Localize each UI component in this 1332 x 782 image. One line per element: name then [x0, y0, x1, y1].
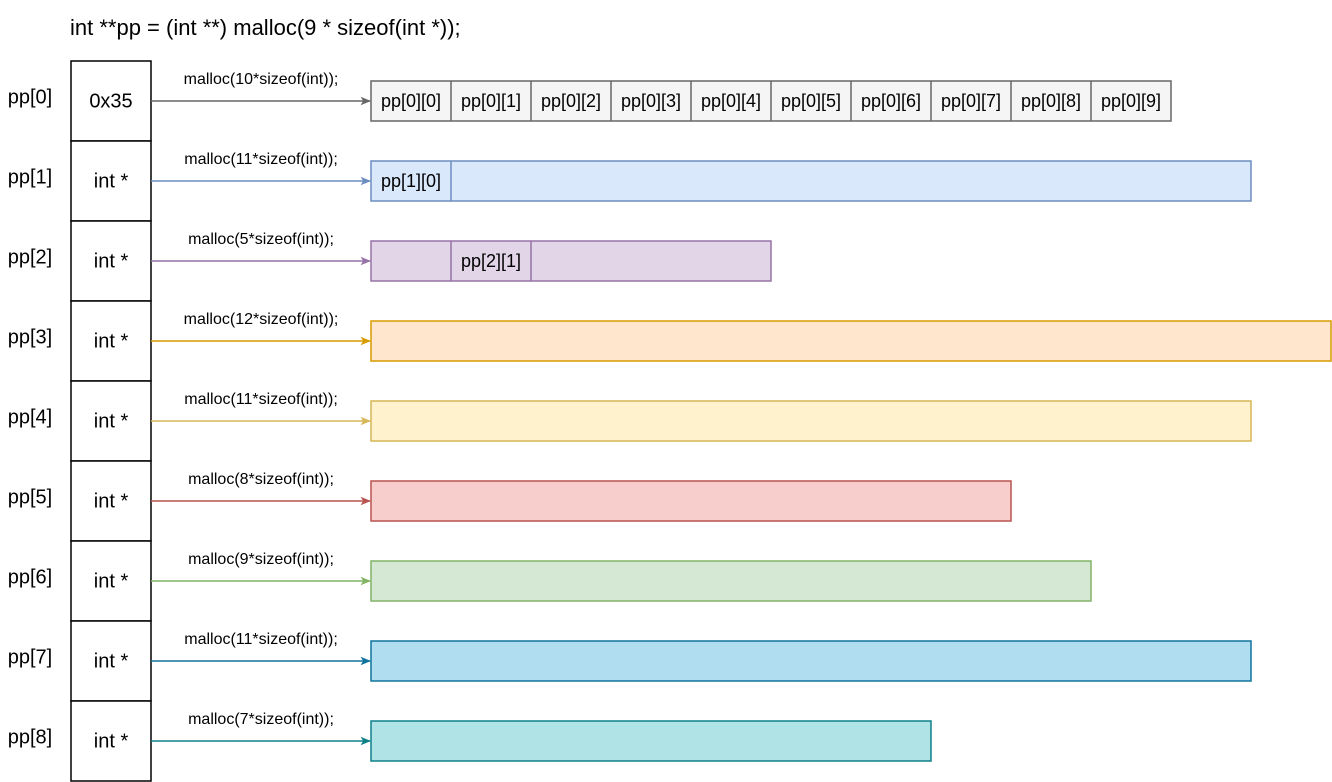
allocated-array — [370, 160, 1252, 202]
row-1: pp[1] int * malloc(11*sizeof(int)); pp[1][0… — [8, 140, 1252, 222]
pointer-cell — [70, 700, 152, 782]
row-6: pp[6] int * malloc(9*sizeof(int)); — [8, 540, 1092, 622]
code-line: int **pp = (int **) malloc(9 * sizeof(in… — [70, 15, 461, 40]
allocated-array — [370, 240, 772, 282]
pointer-cell — [70, 620, 152, 702]
pointer-cell-value: int * — [94, 250, 129, 272]
pointer-cell-value: int * — [94, 170, 129, 192]
row-label: pp[6] — [8, 566, 52, 588]
pointer-cell-value: int * — [94, 650, 129, 672]
malloc-label: malloc(9*sizeof(int)); — [188, 551, 334, 568]
pointer-cell-value: int * — [94, 570, 129, 592]
rows-layer: pp[0] 0x35 malloc(10*sizeof(int)); pp[0][0]… — [8, 60, 1332, 782]
pointer-cell-value: int * — [94, 490, 129, 512]
allocated-array — [370, 400, 1252, 442]
row-label: pp[2] — [8, 246, 52, 268]
row-label: pp[4] — [8, 406, 52, 428]
row-label: pp[0] — [8, 86, 52, 108]
malloc-label: malloc(5*sizeof(int)); — [188, 231, 334, 248]
row-label: pp[8] — [8, 726, 52, 748]
array-cell-label: pp[0][3] — [621, 91, 681, 111]
row-0: pp[0] 0x35 malloc(10*sizeof(int)); pp[0][0]… — [8, 60, 1172, 142]
row-5: pp[5] int * malloc(8*sizeof(int)); — [8, 460, 1012, 542]
array-cell-label: pp[0][0] — [381, 91, 441, 111]
pointer-cell — [70, 380, 152, 462]
pointer-cell — [70, 540, 152, 622]
row-8: pp[8] int * malloc(7*sizeof(int)); — [8, 700, 932, 782]
row-label: pp[7] — [8, 646, 52, 668]
malloc-label: malloc(11*sizeof(int)); — [184, 631, 338, 648]
allocated-array — [370, 640, 1252, 682]
array-cell-label: pp[0][7] — [941, 91, 1001, 111]
row-label: pp[5] — [8, 486, 52, 508]
array-cell-label: pp[0][5] — [781, 91, 841, 111]
pointer-cell-value: int * — [94, 330, 129, 352]
row-3: pp[3] int * malloc(12*sizeof(int)); — [8, 300, 1332, 382]
malloc-label: malloc(11*sizeof(int)); — [184, 391, 338, 408]
array-cell-label: pp[0][2] — [541, 91, 601, 111]
pointer-cell — [70, 460, 152, 542]
array-cell-label: pp[0][8] — [1021, 91, 1081, 111]
allocated-array — [370, 320, 1332, 362]
array-cell-label: pp[0][1] — [461, 91, 521, 111]
row-label: pp[3] — [8, 326, 52, 348]
pointer-cell-value: int * — [94, 410, 129, 432]
array-cell-label: pp[0][4] — [701, 91, 761, 111]
row-4: pp[4] int * malloc(11*sizeof(int)); — [8, 380, 1252, 462]
malloc-label: malloc(10*sizeof(int)); — [184, 71, 339, 88]
array-cell-label: pp[1][0] — [381, 171, 441, 191]
pointer-cell — [70, 60, 152, 142]
malloc-label: malloc(8*sizeof(int)); — [188, 471, 334, 488]
row-label: pp[1] — [8, 166, 52, 188]
malloc-label: malloc(12*sizeof(int)); — [184, 311, 339, 328]
pointer-cell-value: 0x35 — [89, 90, 132, 112]
malloc-label: malloc(7*sizeof(int)); — [188, 711, 334, 728]
malloc-label: malloc(11*sizeof(int)); — [184, 151, 338, 168]
array-cell-label: pp[2][1] — [461, 251, 521, 271]
row-2: pp[2] int * malloc(5*sizeof(int)); pp[2][1] — [8, 220, 772, 302]
allocated-array — [370, 480, 1012, 522]
allocated-array — [370, 720, 932, 762]
array-cell-label: pp[0][6] — [861, 91, 921, 111]
pointer-cell-value: int * — [94, 730, 129, 752]
pointer-cell — [70, 220, 152, 302]
allocated-array — [370, 560, 1092, 602]
array-cell-label: pp[0][9] — [1101, 91, 1161, 111]
row-7: pp[7] int * malloc(11*sizeof(int)); — [8, 620, 1252, 702]
